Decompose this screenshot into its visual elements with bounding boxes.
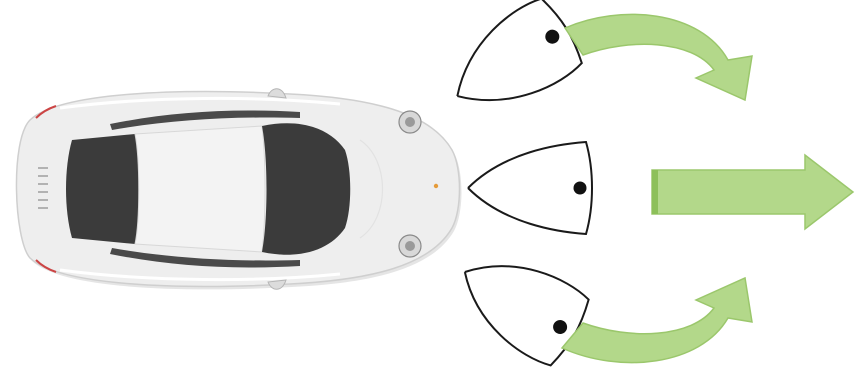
curved-arrow-right-up-icon [562,278,752,363]
eye-upper-icon [436,0,588,131]
sports-car-top-view-icon [16,89,461,290]
curved-arrow-right-down-icon [565,14,752,100]
eye-middle-icon [468,142,592,234]
straight-arrow-right-icon [652,155,853,229]
